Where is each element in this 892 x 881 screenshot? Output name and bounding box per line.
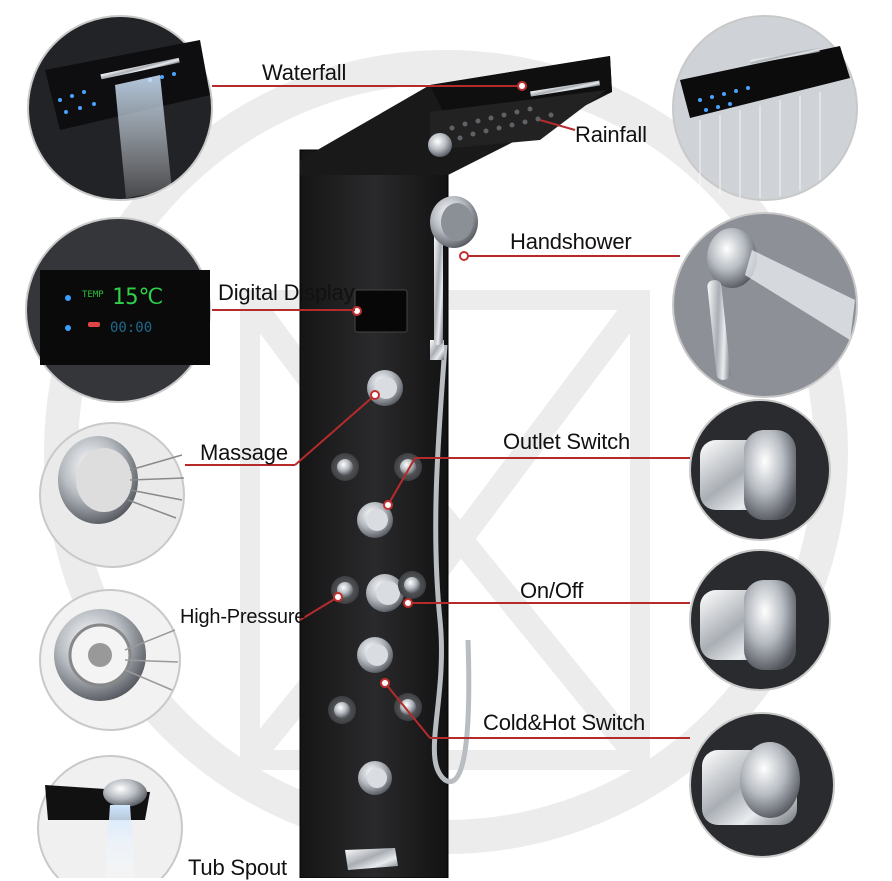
label-on-off: On/Off — [520, 578, 584, 603]
label-massage: Massage — [200, 440, 288, 465]
callout-lines — [185, 85, 690, 739]
detail-tub-spout — [37, 755, 183, 878]
label-cold-hot-switch: Cold&Hot Switch — [483, 710, 646, 735]
svg-text:00:00: 00:00 — [110, 320, 152, 336]
detail-display: 00:00 — [25, 217, 211, 403]
label-waterfall: Waterfall — [262, 60, 347, 85]
display-temperature: 15℃ — [112, 285, 164, 310]
detail-massage — [39, 422, 185, 568]
panel-display — [352, 289, 408, 333]
display-temp-label: TEMP — [82, 290, 104, 300]
label-tub-spout: Tub Spout — [188, 855, 287, 880]
panel-controls — [328, 370, 426, 870]
label-outlet-switch: Outlet Switch — [503, 429, 631, 454]
detail-cold-hot-switch — [689, 712, 835, 858]
detail-handshower — [672, 212, 858, 398]
handshower — [430, 196, 478, 784]
label-rainfall: Rainfall — [575, 122, 647, 147]
detail-waterfall — [27, 15, 213, 201]
detail-rainfall — [672, 15, 858, 201]
rainfall-head — [428, 80, 601, 157]
callout-dots — [333, 81, 527, 688]
detail-outlet-switch — [689, 399, 831, 541]
label-high-pressure: High-Pressure — [180, 606, 306, 628]
label-handshower: Handshower — [510, 229, 632, 254]
detail-high-pressure — [39, 589, 181, 731]
detail-on-off — [689, 549, 831, 691]
label-digital-display: Digital Display — [218, 280, 355, 305]
